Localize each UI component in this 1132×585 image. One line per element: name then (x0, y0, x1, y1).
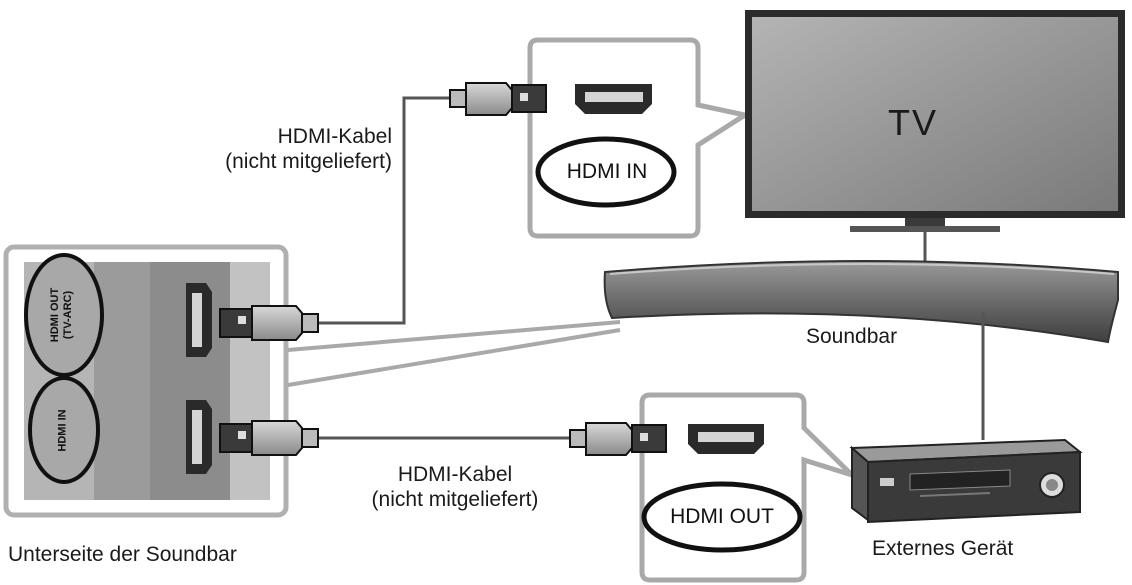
cable-top-label: HDMI-Kabel (nicht mitgeliefert) (130, 124, 392, 174)
port-out-label: HDMI OUT (TV-ARC) (49, 275, 79, 355)
device-hdmi-out-label: HDMI OUT (670, 505, 774, 528)
tv-hdmi-in-oval (535, 136, 677, 208)
soundbar-bottom-panel (3, 244, 289, 518)
tv-label: TV (888, 102, 939, 143)
soundbar-label: Soundbar (806, 325, 898, 348)
device-port-callout (569, 392, 854, 583)
cable-bottom-line2: (nicht mitgeliefert) (371, 488, 539, 511)
external-device-icon (849, 438, 1083, 524)
device-hdmi-out-oval (641, 481, 803, 553)
port-out-oval (24, 253, 104, 377)
port-out-line1: HDMI OUT (49, 287, 61, 343)
callout-line (287, 328, 621, 387)
hdmi-port-icon (688, 424, 764, 454)
tv-icon (745, 10, 1125, 262)
callout-line (287, 320, 621, 352)
hdmi-plug-icon (219, 420, 319, 456)
port-in-oval (28, 376, 100, 484)
hdmi-plug-icon (569, 422, 667, 456)
cable-bottom-line1: HDMI-Kabel (397, 463, 513, 486)
tv-port-callout (449, 37, 752, 239)
hdmi-cable-top (318, 96, 450, 325)
hdmi-plug-icon (449, 82, 547, 116)
soundbar-icon (603, 260, 1119, 440)
hdmi-port-icon (186, 400, 212, 474)
cable-top-line1: HDMI-Kabel (277, 125, 392, 148)
cable-bottom-label: HDMI-Kabel (nicht mitgeliefert) (340, 462, 570, 512)
hdmi-port-icon (575, 84, 652, 114)
port-out-line2: (TV-ARC) (62, 290, 74, 340)
hdmi-plug-icon (219, 305, 319, 341)
port-in-label: HDMI IN (56, 409, 69, 452)
soundbar-bottom-label: Unterseite der Soundbar (8, 543, 237, 566)
hdmi-port-icon (186, 283, 212, 357)
external-device-label: Externes Gerät (872, 537, 1014, 560)
tv-hdmi-in-label: HDMI IN (566, 160, 648, 183)
cable-top-line2: (nicht mitgeliefert) (225, 150, 392, 173)
